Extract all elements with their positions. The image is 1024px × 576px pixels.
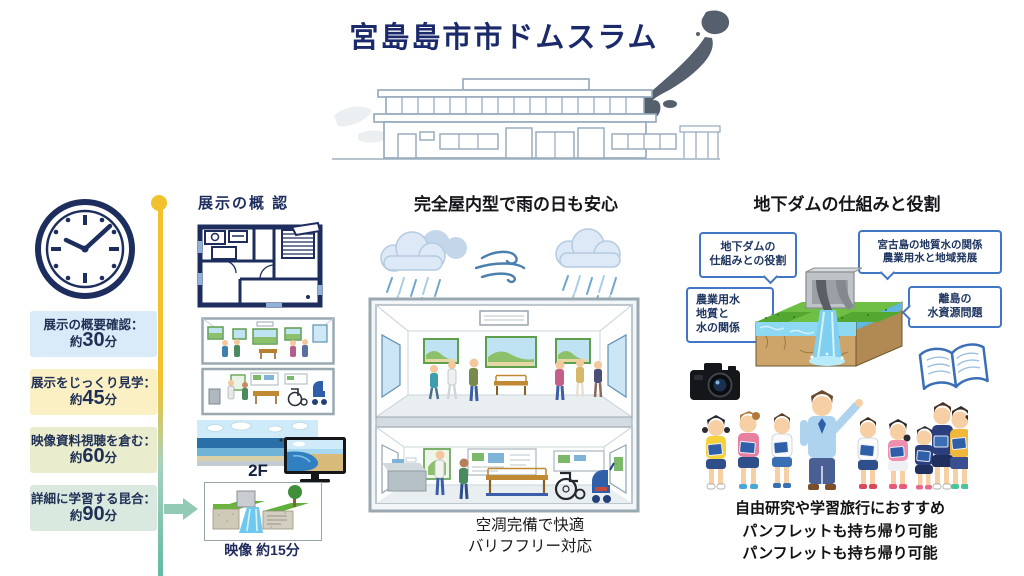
students-group-illustration — [696, 372, 968, 496]
callout-line: 水資源問題 — [927, 307, 983, 319]
callout-line: 地質と — [696, 308, 729, 321]
callout-line: 水の関係 — [696, 321, 740, 334]
schedule-duration: 約30分 — [69, 329, 118, 351]
callout-dam-role: 地下ダムの 仕組みとの役割 — [699, 232, 797, 278]
schedule-duration: 約60分 — [69, 445, 118, 467]
museum-cutaway-illustration — [368, 297, 640, 513]
callout-line: 農業用水 — [696, 294, 740, 307]
rain-clouds-wind-illustration — [364, 220, 636, 318]
museum-interior-thumbnail — [201, 317, 335, 416]
plan-section-header: 展示の概 認 — [198, 195, 290, 212]
indoor-caption-line: 空凋完備で快適 — [475, 517, 585, 534]
seascape-panorama-thumbnail — [197, 420, 318, 466]
underground-dam-diagram — [750, 258, 910, 368]
indoor-section-header: 完全屋内型で雨の日も安心 — [414, 195, 618, 214]
tv-monitor-icon — [283, 436, 347, 484]
museum-building-illustration — [328, 76, 724, 168]
schedule-label: 展示をじっくり見学： — [30, 376, 156, 390]
schedule-item: 展示の概要確認： 約30分 — [30, 311, 157, 357]
schedule-item: 詳細に学習する昆合： 約90分 — [30, 485, 157, 531]
video-caption: 映像 約15分 — [224, 542, 300, 558]
floor-label: 2F — [248, 461, 268, 480]
callout-line: 農業用水と地域発展 — [882, 252, 978, 264]
schedule-item: 映像資料視聴を倉む： 約60分 — [30, 427, 157, 473]
callout-island-water-resources: 離島の 水資源問題 — [908, 286, 1002, 328]
callout-line: 宮古島の地質水の関係 — [877, 238, 983, 251]
indoor-captions: 空凋完備で快適 バリフフリー対応 — [428, 515, 632, 557]
schedule-label: 詳細に学習する昆合： — [30, 492, 156, 506]
dam-notes: 自由研究や学習旅行におすすめ パンフレットも持ち帰り可能 パンフレットも持ち帰り… — [694, 498, 986, 566]
arrow-right-icon — [164, 496, 198, 522]
open-book-icon — [918, 340, 990, 400]
schedule-duration: 約45分 — [69, 387, 118, 409]
callout-line: 地下ダムの — [720, 241, 776, 254]
dam-note-line: パンフレットも持ち帰り可能 — [742, 522, 938, 540]
dam-note-line: パンフレットも持ち帰り可能 — [742, 545, 938, 562]
callout-line: 離島の — [938, 293, 972, 306]
clock-icon — [33, 197, 137, 301]
timeline-line — [158, 203, 163, 576]
schedule-duration: 約90分 — [69, 503, 118, 525]
camera-icon — [688, 358, 744, 404]
schedule-label: 展示の概要確認： — [43, 318, 144, 332]
schedule-label: 映像資料視聴を倉む： — [30, 434, 156, 448]
dam-video-thumbnail — [204, 482, 322, 541]
indoor-caption-line: バリフフリー対応 — [467, 538, 592, 555]
floor-plan-illustration — [196, 221, 324, 311]
callout-line: 仕組みとの役割 — [709, 255, 787, 267]
dam-note-line: 自由研究や学習旅行におすすめ — [734, 500, 945, 517]
callout-geology-relation: 宮古島の地質水の関係 農業用水と地域発展 — [858, 230, 1002, 274]
dam-section-header: 地下ダムの仕組みと役割 — [753, 195, 941, 214]
schedule-item: 展示をじっくり見学： 約45分 — [30, 369, 157, 415]
page-title: 宮島島市市ドムスラム — [349, 22, 659, 54]
